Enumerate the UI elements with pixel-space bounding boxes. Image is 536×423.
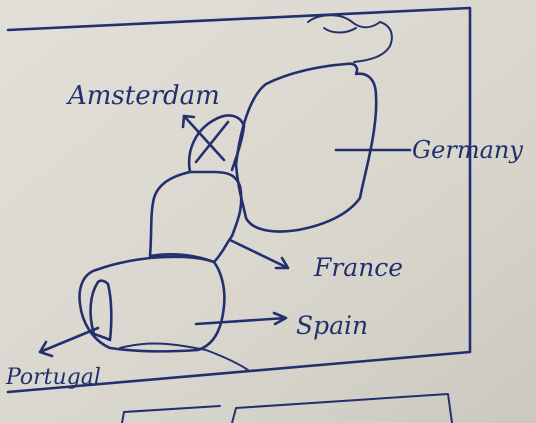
spain-arrow [194,311,288,326]
denmark-inner [323,27,357,34]
spain-outline [78,255,226,353]
bottom-box-left [121,405,221,423]
label-amsterdam: Amsterdam [66,81,220,111]
amsterdam-marker [182,114,230,164]
denmark-outline [307,14,393,63]
label-spain: Spain [296,311,368,340]
france-arrow [228,238,290,270]
germany-outline [234,62,378,233]
amsterdam-arrow [181,114,196,129]
label-france: France [313,253,403,282]
pyrenees-line [119,342,249,371]
france-outline [148,170,243,264]
label-germany: Germany [412,136,523,164]
label-portugal: Portugal [5,365,101,390]
map-frame [6,6,472,394]
portugal-outline [89,279,113,342]
bottom-box-right [231,393,453,423]
portugal-arrow [38,326,100,358]
